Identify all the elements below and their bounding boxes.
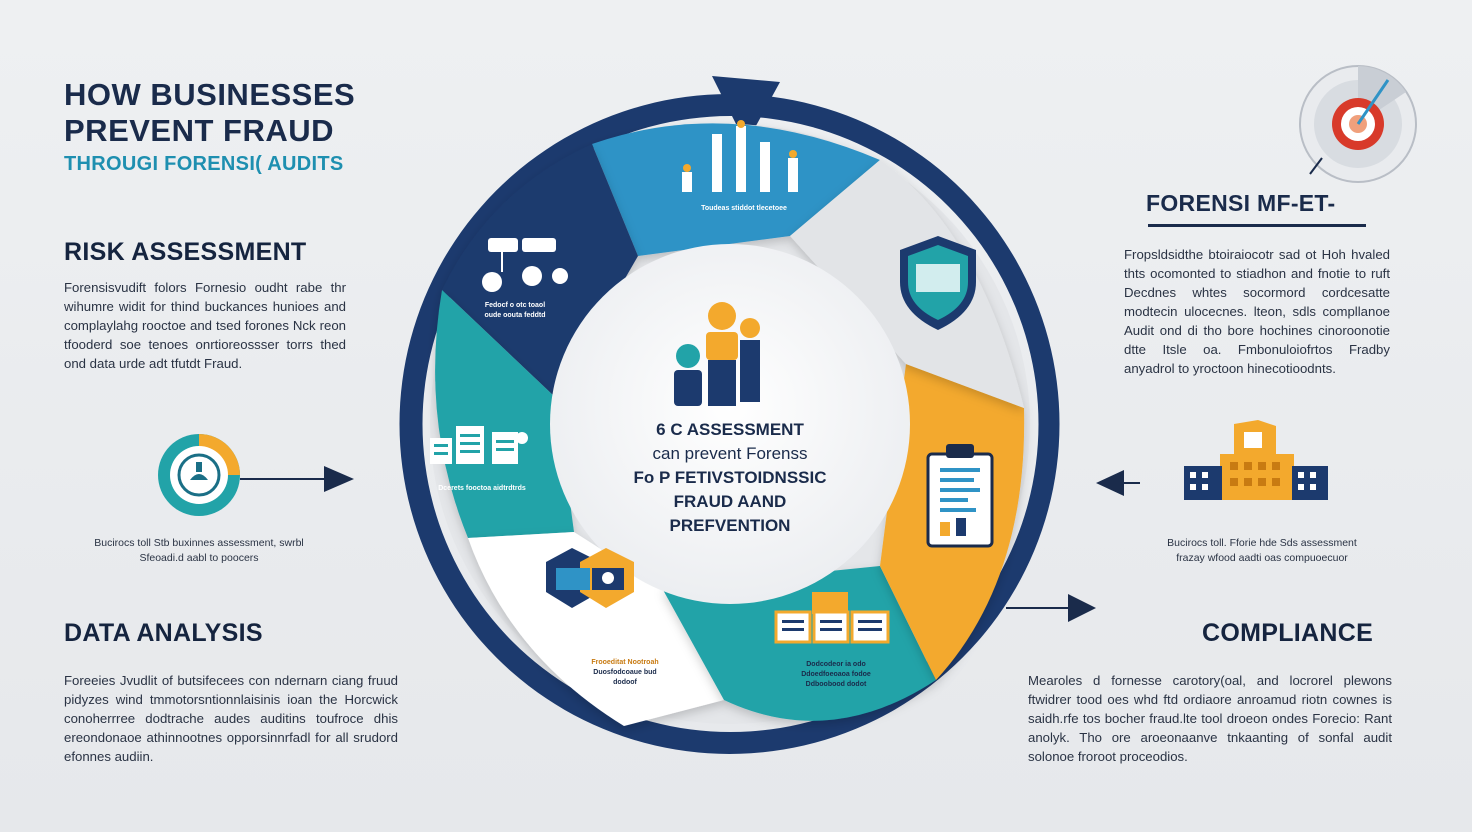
- ring-arrowhead: [712, 76, 780, 144]
- arrow-right-icon: [240, 466, 354, 492]
- segment-top-left-label-1: Fedocf o otc toaol: [484, 302, 546, 309]
- data-analysis-heading: DATA ANALYSIS: [64, 619, 263, 647]
- center-line-4: FRAUD AAND: [673, 492, 787, 511]
- dashboard-icon: [430, 426, 528, 464]
- forensic-heading-underline: [1148, 224, 1366, 227]
- segment-bottom-right-label-3: Ddboobood dodot: [805, 681, 867, 688]
- center-line-1: 6 C ASSESSMENT: [656, 420, 804, 439]
- risk-assessment-heading: RISK ASSESSMENT: [64, 238, 307, 266]
- center-line-2: can prevent Forenss: [652, 444, 808, 463]
- data-analysis-body: Foreeies Jvudlit of butsifecees con nder…: [64, 673, 398, 764]
- segment-left-label: Dcerets fooctoa aidtrdtrds: [438, 485, 526, 492]
- team-people-icon: [674, 302, 760, 406]
- segment-bottom-label-1: Frooeditat Nootroah: [591, 659, 659, 666]
- documents-icon: [774, 592, 890, 644]
- risk-assessment-caption: Bucirocs toll Stb buxinnes assessment, s…: [94, 537, 304, 564]
- shield-icon: [900, 236, 976, 330]
- compliance-heading: COMPLIANCE: [1202, 619, 1374, 647]
- forensic-body: Fropsldsidthe btoiraiocotr sad ot Hoh hv…: [1124, 247, 1390, 376]
- segment-bottom-left: [468, 532, 724, 726]
- segment-bottom-label-2: Duosfodcoaue bud: [593, 669, 657, 676]
- page-subtitle: THROUGI FORENSI( AUDITS: [64, 153, 344, 175]
- forensic-heading: FORENSI MF-ET-: [1146, 190, 1336, 216]
- flowchart-icon: [482, 238, 568, 292]
- segment-top-label: Toudeas stiddot tlecetoee: [701, 205, 787, 212]
- bar-chart-icon: [682, 120, 798, 192]
- page-title-line1: HOW BUSINESSES: [64, 77, 356, 112]
- cycle-diagram: [399, 76, 1060, 754]
- laptop-hexagon-icon: [546, 548, 634, 608]
- center-line-3: Fo P FETIVSTOIDNSSIC: [633, 468, 827, 487]
- segment-left: [435, 290, 574, 538]
- clipboard-icon: [926, 444, 994, 548]
- dartboard-target-icon: [1299, 65, 1417, 183]
- segment-bottom-right-label-1: Dodcodeor ia odo: [806, 661, 866, 668]
- segment-bottom-label-3: dodoof: [613, 679, 637, 686]
- page-title-line2: PREVENT FRAUD: [64, 113, 335, 148]
- forensic-caption: Bucirocs toll. Fforie hde Sds assessment…: [1167, 537, 1357, 564]
- segment-top-left-label-2: oude oouta feddtd: [484, 312, 546, 319]
- arrow-left-icon: [1096, 470, 1140, 496]
- pie-gauge-icon: [158, 434, 240, 516]
- center-line-5: PREFVENTION: [669, 516, 791, 535]
- risk-assessment-body: Forensisvudift folors Fornesio oudht rab…: [64, 280, 346, 371]
- segment-bottom-right-label-2: Ddoedfoeoaoa fodoe: [801, 671, 871, 678]
- arrow-right-icon: [1006, 594, 1096, 622]
- compliance-body: Mearoles d fornesse carotory(oal, and lo…: [1028, 673, 1392, 764]
- building-icon: [1184, 420, 1328, 500]
